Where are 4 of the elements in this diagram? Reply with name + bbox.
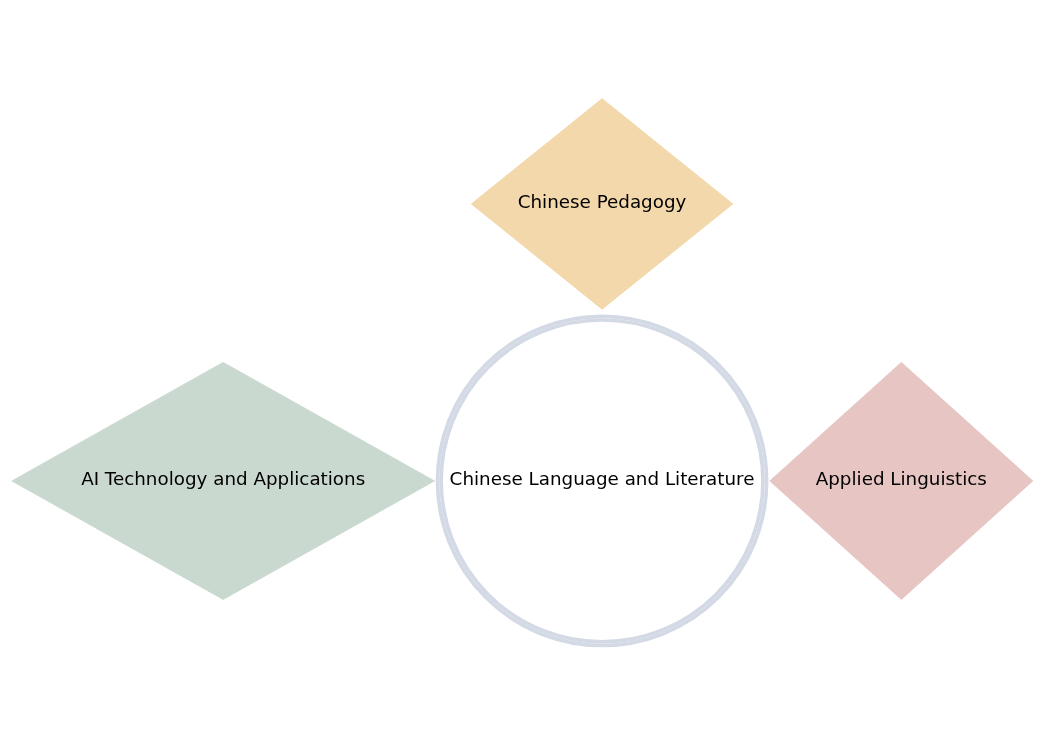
node-diamond: AI Technology and Applications <box>11 361 435 600</box>
node-diamond: Applied Linguistics <box>769 361 1034 600</box>
node-circle: Chinese Language and Literature <box>435 314 769 648</box>
node-diamond: Chinese Pedagogy <box>470 98 734 310</box>
